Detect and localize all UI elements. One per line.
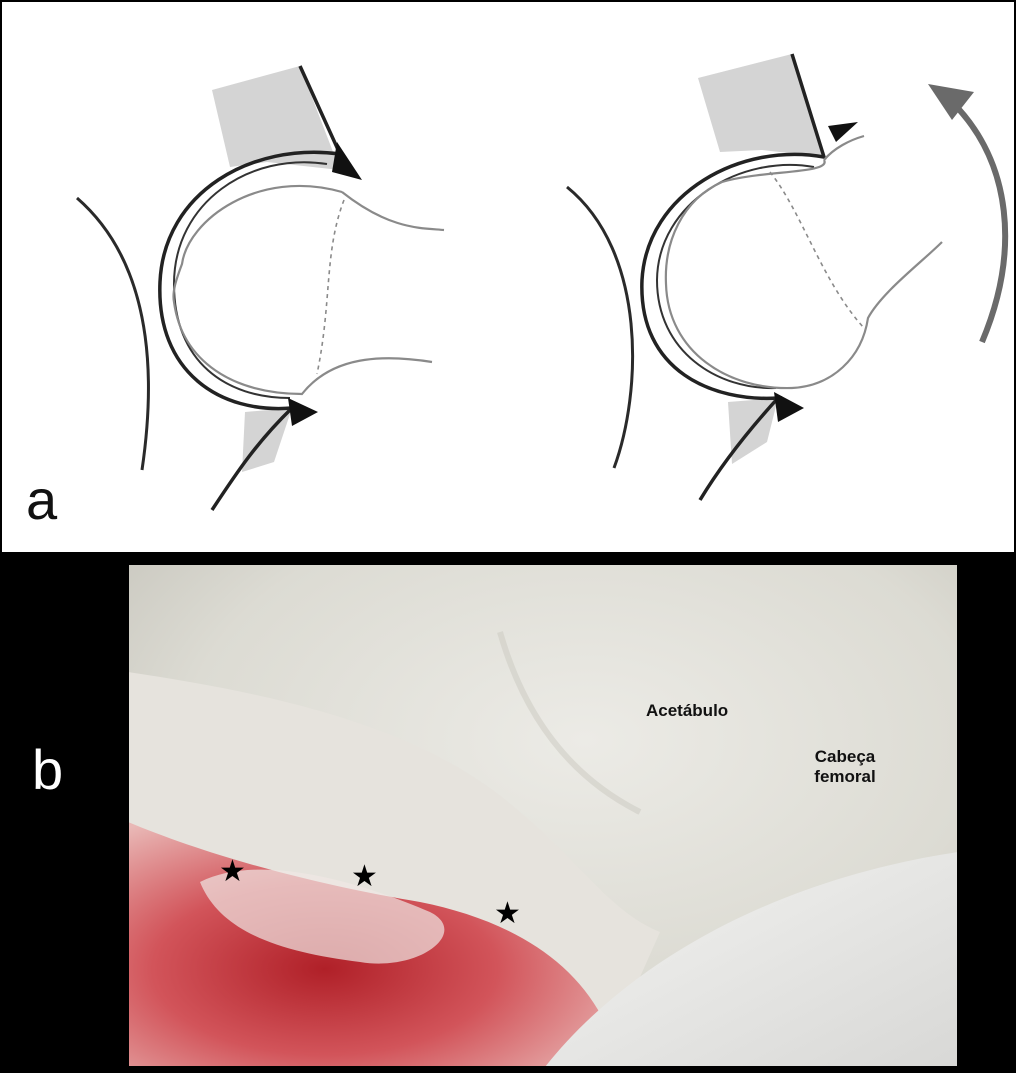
star-marker-3: ★ bbox=[494, 899, 521, 929]
arthroscopic-view bbox=[0, 552, 1016, 1073]
femoral-neck-line-right bbox=[770, 172, 864, 328]
femoral-head-left bbox=[173, 186, 444, 394]
panel-b-label: b bbox=[32, 742, 63, 798]
upper-shaded-wedge-right bbox=[698, 54, 824, 157]
impingement-arrowhead-lower-right bbox=[774, 392, 804, 422]
right-hip-drawing bbox=[567, 54, 1005, 500]
rotation-arrow-curve bbox=[952, 102, 1005, 342]
femoral-head-right bbox=[666, 136, 942, 388]
femoral-head-label: Cabeça femoral bbox=[800, 747, 890, 788]
hip-impingement-schematic bbox=[2, 2, 1016, 552]
star-marker-1: ★ bbox=[219, 857, 246, 887]
pelvis-outline-right bbox=[567, 187, 633, 468]
star-marker-2: ★ bbox=[351, 862, 378, 892]
impingement-arrowhead-lower-left bbox=[288, 398, 318, 426]
panel-b-arthroscopy: Acetábulo Cabeça femoral ★ ★ ★ b bbox=[0, 552, 1016, 1073]
femoral-neck-line-left bbox=[317, 200, 344, 374]
impingement-arrowhead-upper-left bbox=[332, 142, 362, 180]
panel-a-diagram: a bbox=[0, 0, 1016, 552]
pelvis-outline-left bbox=[77, 198, 148, 470]
left-hip-drawing bbox=[77, 66, 444, 510]
panel-a-label: a bbox=[26, 472, 57, 528]
acetabulum-label: Acetábulo bbox=[646, 701, 728, 721]
